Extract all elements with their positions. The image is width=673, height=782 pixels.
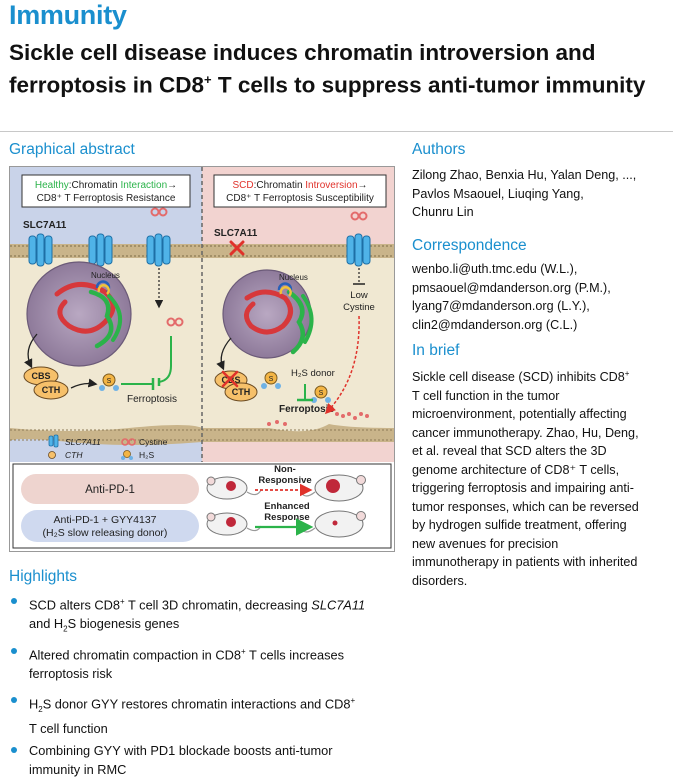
cbs-cth-left: CBS CTH — [23, 366, 69, 400]
in-brief-text: Sickle cell disease (SCD) inhibits CD8+ … — [412, 369, 639, 588]
lipid-peroxides — [267, 412, 369, 426]
bullet-icon — [11, 697, 17, 703]
title-divider — [0, 131, 673, 132]
svg-text:Anti-PD-1 + GYY4137: Anti-PD-1 + GYY4137 — [53, 514, 156, 526]
mouse-icon-2 — [300, 474, 366, 502]
nucleus-left: Nucleus — [26, 261, 132, 367]
authors-heading: Authors — [412, 141, 466, 158]
article-title: Sickle cell disease induces chromatin in… — [9, 40, 646, 97]
nucleus-right: Nucleus — [222, 269, 314, 359]
slc7a11-label-right: SLC7A11 — [214, 228, 258, 239]
low-cystine-to-ferroptosis-arrow — [324, 315, 360, 415]
treatment-anti-pd1: Anti-PD-1 — [21, 474, 199, 504]
h2s-molecule-right-2: S — [311, 385, 331, 403]
bullet-icon — [11, 598, 17, 604]
mouse-icon-3 — [206, 512, 262, 536]
graphical-abstract-heading: Graphical abstract — [9, 141, 135, 158]
svg-text:H₂S: H₂S — [139, 450, 154, 460]
svg-text:S: S — [269, 376, 274, 383]
missing-transporter-x-icon — [229, 240, 245, 256]
transporter-left-2 — [88, 233, 113, 267]
transporter-right — [346, 233, 371, 267]
ferroptosis-label-left: Ferroptosis — [127, 394, 177, 405]
correspondence-heading: Correspondence — [412, 237, 527, 254]
scd-header-box: SCD:Chromatin Introversion→ CD8⁺ T Ferro… — [213, 174, 387, 208]
svg-text:Healthy:Chromatin Interaction→: Healthy:Chromatin Interaction→ — [35, 180, 177, 191]
highlight-item: Altered chromatin compaction in CD8+ T c… — [11, 642, 401, 682]
legend-h2s-icon — [121, 450, 133, 460]
svg-text:CTH: CTH — [65, 450, 83, 460]
mouse-icon-1 — [206, 476, 262, 500]
email-link[interactable]: lyang7@mdanderson.org (L.Y.), — [412, 299, 590, 313]
email-link[interactable]: clin2@mdanderson.org (C.L.) — [412, 317, 578, 332]
svg-text:CTH: CTH — [42, 385, 61, 395]
in-brief-heading: In brief — [412, 342, 460, 359]
cystine-molecule-inside — [166, 317, 184, 327]
bullet-icon — [11, 747, 17, 753]
svg-text:S: S — [107, 378, 112, 385]
transporter-left-1 — [28, 233, 53, 267]
svg-text:CTH: CTH — [232, 387, 251, 397]
non-responsive-label-2: Responsive — [258, 475, 311, 486]
slc7a11-label-left: SLC7A11 — [23, 220, 67, 231]
transporter-left-3 — [146, 233, 171, 267]
highlight-item: SCD alters CD8+ T cell 3D chromatin, dec… — [11, 592, 401, 634]
svg-text:Nucleus: Nucleus — [279, 273, 308, 282]
healthy-header-box: Healthy:Chromatin Interaction→ CD8⁺ T Fe… — [21, 174, 191, 208]
legend-cystine-icon — [121, 438, 136, 446]
ferroptosis-label-right: Ferroptosis — [279, 404, 334, 415]
non-responsive-label-1: Non- — [274, 464, 296, 475]
cystine-molecule-top-left — [150, 207, 168, 217]
email-link[interactable]: wenbo.li@uth.tmc.edu (W.L.), — [412, 262, 578, 276]
correspondence-list: wenbo.li@uth.tmc.edu (W.L.), pmsaouel@md… — [412, 260, 611, 334]
cth-to-h2s-arrow — [70, 378, 98, 389]
nucleus-to-cbs-arrow-right — [216, 337, 232, 371]
cystine-label: Cystine — [343, 302, 375, 313]
svg-text:SCD:Chromatin Introversion→: SCD:Chromatin Introversion→ — [232, 180, 367, 191]
enhanced-label-2: Response — [264, 512, 309, 523]
nucleus-to-cbs-arrow-left — [24, 333, 38, 369]
authors-list: Zilong Zhao, Benxia Hu, Yalan Deng, ...,… — [412, 168, 637, 219]
svg-text:CBS: CBS — [31, 371, 50, 381]
h2s-donor-label: H₂S donor — [291, 368, 335, 379]
legend-cth-icon — [48, 451, 56, 459]
svg-text:Anti-PD-1: Anti-PD-1 — [85, 484, 135, 496]
highlight-item: Combining GYY with PD1 blockade boosts a… — [11, 741, 401, 781]
highlight-item: H2S donor GYY restores chromatin interac… — [11, 691, 401, 736]
bullet-icon — [11, 648, 17, 654]
email-link[interactable]: pmsaouel@mdanderson.org (P.M.), — [412, 280, 611, 295]
legend: SLC7A11 Cystine CTH H₂S — [48, 434, 168, 460]
journal-name: Immunity — [9, 0, 127, 30]
svg-text:SLC7A11: SLC7A11 — [65, 437, 101, 447]
h2s-molecule-right-1: S — [261, 371, 281, 389]
cystine-molecule-top-right — [350, 211, 368, 221]
svg-text:Nucleus: Nucleus — [91, 271, 120, 280]
highlights-heading: Highlights — [9, 568, 78, 585]
svg-text:CD8⁺ T Ferroptosis Susceptibil: CD8⁺ T Ferroptosis Susceptibility — [226, 193, 374, 204]
treatment-anti-pd1-gyy: Anti-PD-1 + GYY4137 (H₂S slow releasing … — [21, 510, 199, 542]
svg-text:S: S — [319, 390, 324, 397]
h2s-molecule-left: S — [99, 373, 119, 391]
graphical-abstract-figure: Healthy:Chromatin Interaction→ CD8⁺ T Fe… — [9, 166, 395, 552]
enhanced-label-1: Enhanced — [264, 501, 310, 512]
legend-slc7a11-icon — [48, 434, 59, 448]
svg-text:Cystine: Cystine — [139, 437, 168, 447]
cbs-cth-right: CBS CTH — [214, 370, 258, 402]
svg-text:CD8⁺ T Ferroptosis Resistance: CD8⁺ T Ferroptosis Resistance — [37, 193, 176, 204]
mouse-icon-4 — [300, 510, 366, 538]
svg-text:(H₂S slow releasing donor): (H₂S slow releasing donor) — [43, 527, 168, 539]
low-label: Low — [350, 290, 368, 301]
